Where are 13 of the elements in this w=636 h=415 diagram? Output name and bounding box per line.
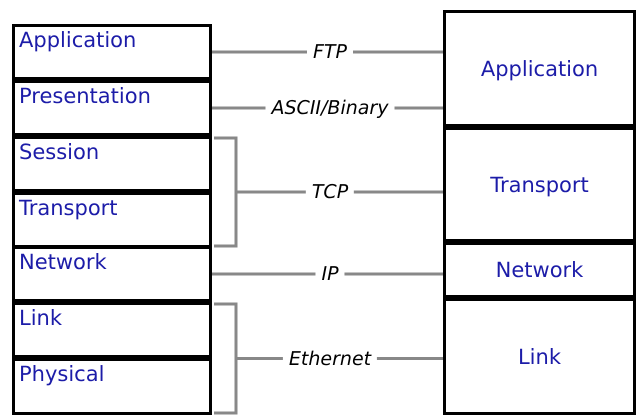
layer-box: Presentation xyxy=(12,80,212,136)
layer-box: Application xyxy=(12,24,212,80)
layer-box: Network xyxy=(443,242,636,298)
connector-line xyxy=(212,272,443,276)
layer-box: Link xyxy=(12,302,212,358)
layer-box: Application xyxy=(443,10,636,127)
layer-box: Network xyxy=(12,246,212,302)
layer-box: Link xyxy=(443,298,636,415)
layer-box: Physical xyxy=(12,358,212,415)
layer-box: Session xyxy=(12,136,212,192)
layer-box: Transport xyxy=(12,192,212,248)
edge-label: ASCII/Binary xyxy=(266,97,394,119)
layer-box: Transport xyxy=(443,127,636,242)
